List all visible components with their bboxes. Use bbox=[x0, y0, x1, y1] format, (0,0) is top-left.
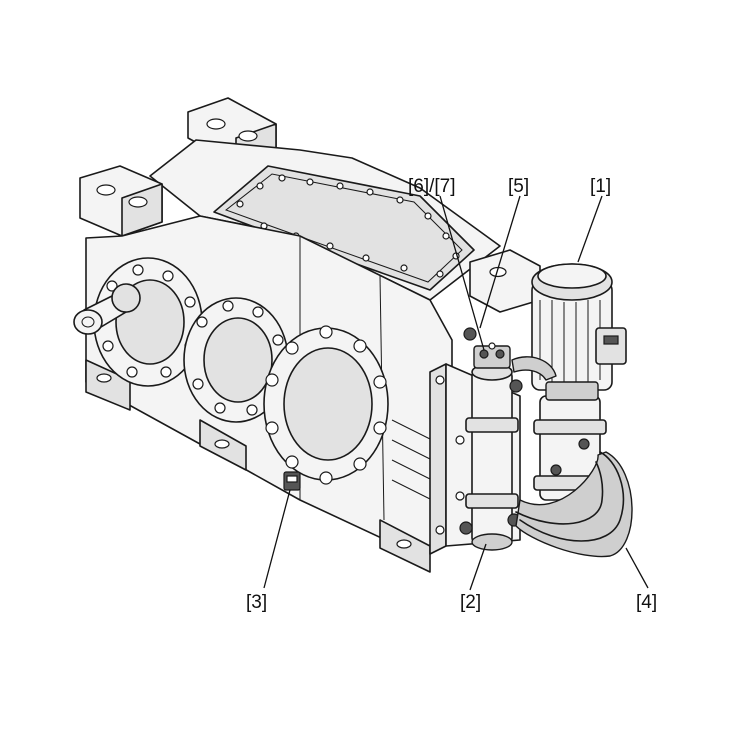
leader-3 bbox=[263, 489, 291, 589]
bearing-flanges bbox=[93, 257, 389, 485]
leader-1 bbox=[577, 195, 603, 263]
callout-6-7: [6]/[7] bbox=[408, 176, 456, 197]
callout-1: [1] bbox=[590, 176, 611, 197]
callout-5: [5] bbox=[508, 176, 529, 197]
callout-labels: [1] [5] [6]/[7] [3] [2] [4] bbox=[246, 176, 657, 613]
leader-lines bbox=[263, 195, 649, 591]
leader-5 bbox=[479, 195, 521, 329]
leader-67 bbox=[439, 195, 485, 351]
callout-4: [4] bbox=[636, 592, 657, 613]
leader-4 bbox=[625, 547, 649, 589]
callout-2: [2] bbox=[460, 592, 481, 613]
leader-2 bbox=[469, 543, 487, 591]
oil-supply-unit bbox=[429, 263, 633, 558]
callout-3: [3] bbox=[246, 592, 267, 613]
sensor-3 bbox=[283, 471, 301, 491]
input-shaft bbox=[73, 283, 141, 335]
